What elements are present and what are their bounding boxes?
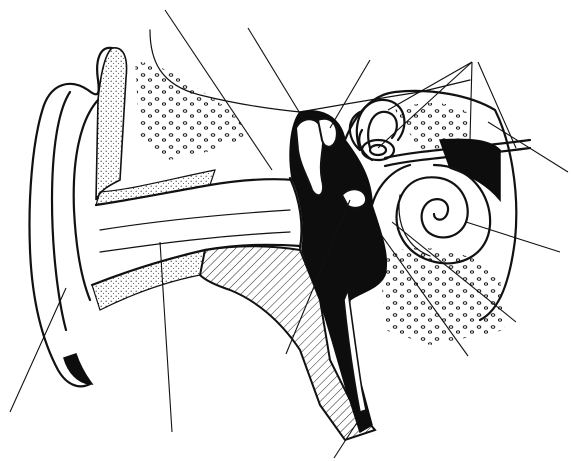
pinna-helix-inner bbox=[52, 92, 70, 330]
nerve-dark-section bbox=[440, 139, 500, 200]
leader-line bbox=[10, 288, 66, 412]
semicircular-canal-superior-inner bbox=[368, 112, 397, 148]
leader-line bbox=[470, 62, 472, 140]
leader-lines bbox=[10, 10, 568, 458]
cochlea-surround bbox=[372, 165, 410, 205]
pinna-cartilage bbox=[96, 48, 127, 200]
canal-cartilage-lower bbox=[92, 250, 205, 310]
leader-line bbox=[388, 62, 472, 110]
earlobe bbox=[64, 354, 92, 384]
pinna-antihelix bbox=[74, 100, 98, 300]
semicircular-canal-lateral-inner bbox=[370, 145, 386, 155]
leader-line bbox=[330, 60, 370, 128]
